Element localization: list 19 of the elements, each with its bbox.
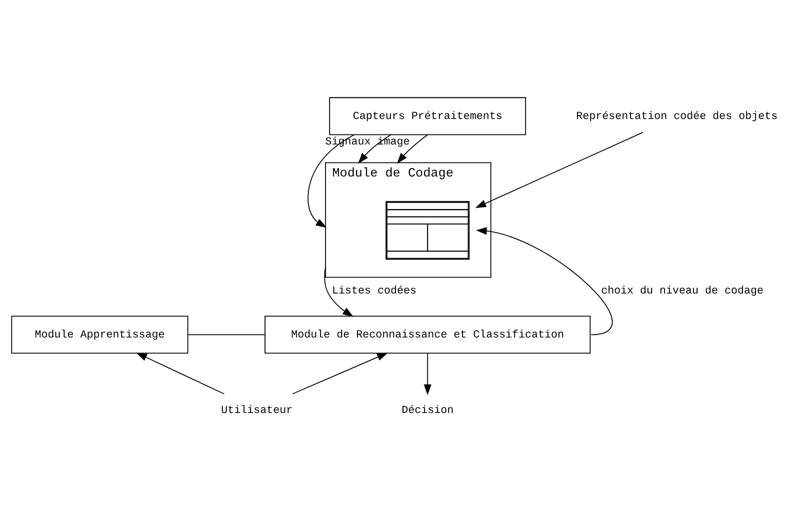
arrow xyxy=(308,134,355,228)
node-box: Capteurs Prétraitements xyxy=(329,97,526,136)
cluster: Module de Codage xyxy=(325,162,492,278)
arrow xyxy=(424,352,432,396)
node-box: Module Apprentissage xyxy=(11,316,188,354)
node-text: Décision xyxy=(402,404,454,417)
connector xyxy=(188,334,266,336)
arrow xyxy=(475,132,644,208)
arrow xyxy=(358,134,392,164)
arrow xyxy=(292,352,388,394)
node-text: Représentation codée des objets xyxy=(576,110,778,123)
edge-label: choix du niveau de codage xyxy=(601,285,764,298)
arrow xyxy=(136,352,225,394)
edge-label: Listes codées xyxy=(332,285,417,298)
arrow xyxy=(476,227,613,336)
node-box: Module de Reconnaissance et Classification xyxy=(264,316,591,354)
arrow xyxy=(324,266,354,317)
arrow xyxy=(396,134,428,164)
node-text: Utilisateur xyxy=(221,404,293,417)
